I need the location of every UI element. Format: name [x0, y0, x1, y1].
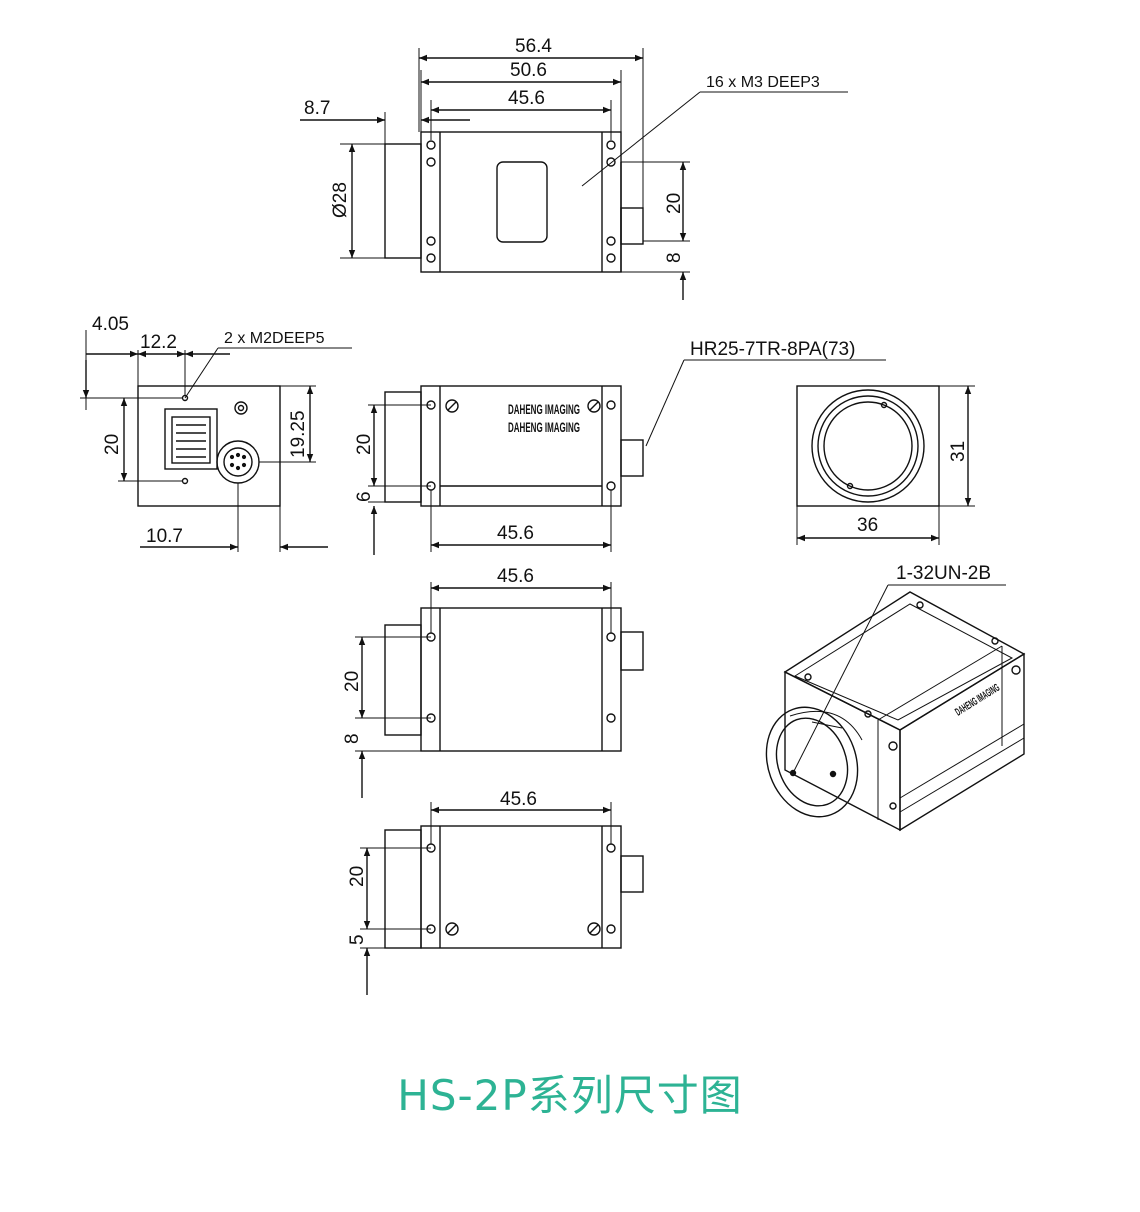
dim-20-side: 20 [354, 434, 375, 455]
isometric-view [765, 584, 1026, 832]
screw-icon [445, 922, 459, 936]
dim-56-4: 56.4 [515, 36, 552, 57]
bottom-body [420, 607, 622, 752]
dim-10-7: 10.7 [146, 526, 183, 547]
svg-text:DAHENG IMAGING: DAHENG IMAGING [508, 419, 580, 435]
dim-20-back: 20 [102, 434, 123, 455]
back-screw-hole [181, 394, 189, 402]
bottom-connector [620, 631, 644, 671]
front-view [796, 385, 975, 545]
top-screw-hole [606, 140, 616, 150]
iso-top-face [783, 591, 1026, 731]
front-body [796, 385, 940, 507]
top-label-recess [496, 161, 548, 243]
screw-icon [587, 922, 601, 936]
dim-4-05: 4.05 [92, 314, 129, 335]
dim-8-top: 8 [664, 252, 685, 263]
top-screw-hole [426, 157, 436, 167]
screw-icon [587, 399, 601, 413]
side-view [368, 359, 886, 555]
dim-8-bottom: 8 [342, 733, 363, 744]
bottom-view [355, 582, 644, 798]
figure-caption: HS-2P系列尺寸图 [397, 1071, 743, 1120]
dim-45-6-side: 45.6 [497, 523, 534, 544]
dim-36: 36 [857, 515, 878, 536]
dim-dia-28: Ø28 [330, 182, 351, 218]
top-lens-flange [384, 143, 422, 259]
top-view [300, 48, 848, 300]
back-body [137, 385, 281, 507]
iso-logo: DAHENG IMAGING [953, 682, 1002, 719]
base-connector [620, 855, 644, 893]
screw-icon [445, 399, 459, 413]
dim-12-2: 12.2 [140, 332, 177, 353]
callout-m2: 2 x M2DEEP5 [224, 330, 325, 347]
dim-6-side: 6 [354, 491, 375, 502]
logo-icon: DAHENG IMAGING DAHENG IMAGING DAHENG IMA… [508, 401, 1002, 719]
top-screw-hole [426, 253, 436, 263]
top-connector [620, 207, 644, 245]
back-view [80, 330, 352, 552]
callout-m3: 16 x M3 DEEP3 [706, 74, 820, 91]
dim-45-6-bottom: 45.6 [497, 566, 534, 587]
iso-lens-barrel [765, 706, 859, 818]
dim-50-6: 50.6 [510, 60, 547, 81]
top-body [420, 131, 622, 273]
top-screw-hole [606, 236, 616, 246]
top-screw-hole [426, 236, 436, 246]
dim-20-base: 20 [347, 866, 368, 887]
dim-8-7: 8.7 [304, 98, 330, 119]
callout-connector: HR25-7TR-8PA(73) [690, 339, 855, 360]
lens-mount [811, 389, 925, 503]
side-logo: DAHENG IMAGING [508, 401, 580, 417]
dim-20-top: 20 [664, 193, 685, 214]
status-led [234, 401, 248, 415]
callout-lens-mount: 1-32UN-2B [896, 563, 991, 584]
iso-front-face [784, 670, 901, 832]
dim-45-6-base: 45.6 [500, 789, 537, 810]
dim-45-6-top: 45.6 [508, 88, 545, 109]
dim-20-bottom: 20 [342, 671, 363, 692]
back-screw-hole [181, 477, 189, 485]
dim-5-base: 5 [347, 934, 368, 945]
rj45-port [164, 408, 218, 470]
base-view [360, 802, 644, 995]
top-screw-hole [426, 140, 436, 150]
top-screw-hole [606, 253, 616, 263]
dimension-labels: 56.4 50.6 45.6 8.7 Ø28 20 8 16 x M3 DEEP… [92, 36, 991, 945]
iso-side-face [899, 652, 1025, 832]
dim-19-25: 19.25 [288, 410, 309, 458]
dim-31: 31 [948, 441, 969, 462]
top-screw-hole [606, 157, 616, 167]
side-connector [620, 439, 644, 477]
